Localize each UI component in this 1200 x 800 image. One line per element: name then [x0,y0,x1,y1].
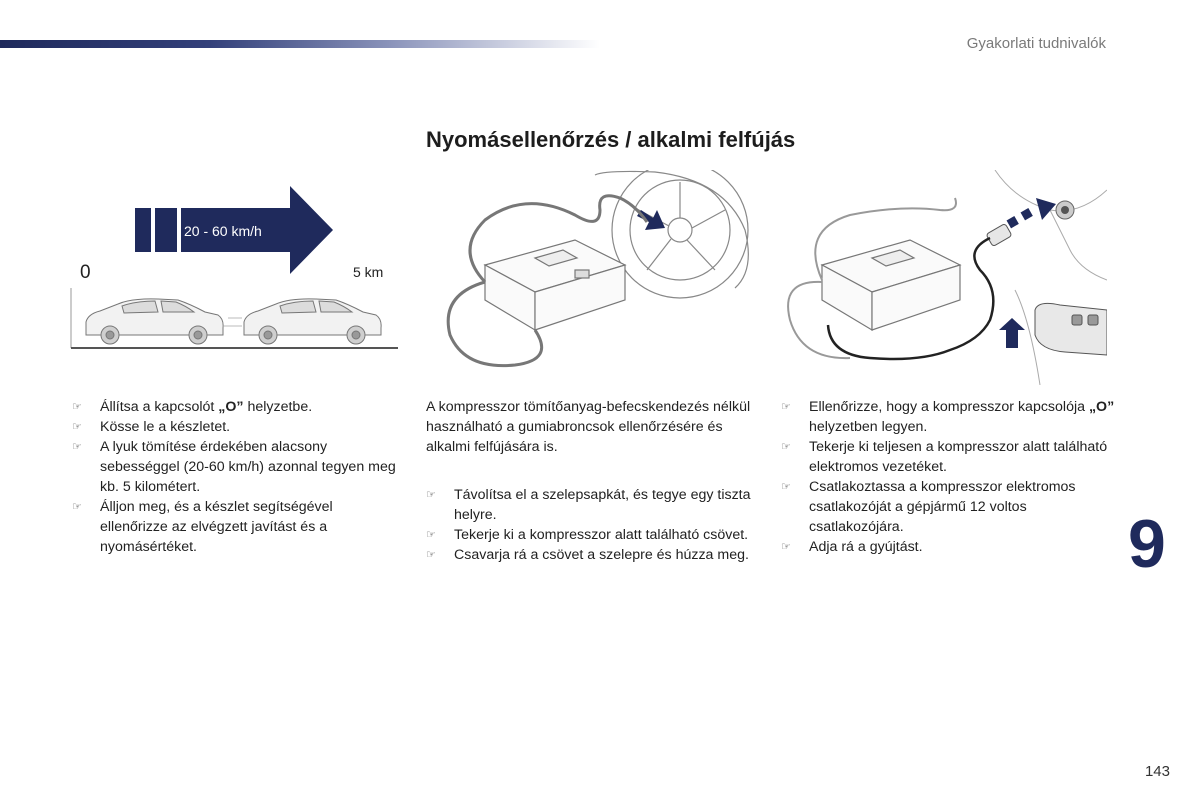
chapter-number: 9 [1128,506,1166,582]
item-text: Állítsa a kapcsolót [100,399,219,415]
item-text: Ellenőrizze, hogy a kompresszor kapcsoló… [809,399,1089,415]
item-text-bold: „O” [1088,399,1115,415]
list-item: ☞ Ellenőrizze, hogy a kompresszor kapcsol… [781,397,1116,437]
pointing-hand-icon: ☞ [72,401,82,413]
item-text: Csatlakoztassa a kompresszor elektromos … [809,479,1076,535]
list-item: ☞ Tekerje ki teljesen a kompresszor alatt… [781,437,1116,477]
pointing-hand-icon: ☞ [72,501,82,513]
item-text: helyzetben legyen. [809,419,928,435]
distance-end-label: 5 km [353,264,383,280]
list-item: ☞ A lyuk tömítése érdekében alacsony sebe… [72,437,402,497]
pointing-hand-icon: ☞ [426,489,436,501]
air-hose [787,197,957,360]
intro-paragraph: A kompresszor tömítőanyag-befecskendezés… [426,399,751,455]
valve-arrow-icon [637,210,665,230]
item-text: Álljon meg, és a készlet segítségével el… [100,499,333,555]
instructions-column-1: ☞ Állítsa a kapcsolót „O” helyzetbe. ☞ Kös… [72,397,402,557]
list-item: ☞ Adja rá a gyújtást. [781,537,1116,557]
plug-icon [986,224,1012,246]
item-text: A lyuk tömítése érdekében alacsony sebes… [100,439,396,495]
item-text: Csavarja rá a csövet a szelepre és húzza… [454,547,749,563]
item-text: Tekerje ki teljesen a kompresszor alatt … [809,439,1108,475]
up-arrow-icon [999,318,1025,348]
list-item: ☞ Álljon meg, és a készlet segítségével e… [72,497,402,557]
pointing-hand-icon: ☞ [781,401,791,413]
list-item: ☞ Csavarja rá a csövet a szelepre és húzz… [426,545,756,565]
tire-wheel-icon [594,170,749,299]
list-item: ☞ Távolítsa el a szelepsapkát, és tegye e… [426,485,756,525]
pointing-hand-icon: ☞ [781,541,791,553]
pointing-hand-icon: ☞ [72,441,82,453]
speed-distance-illustration: 20 - 60 km/h 0 5 km [70,186,398,349]
pointing-hand-icon: ☞ [426,549,436,561]
page-title: Nyomásellenőrzés / alkalmi felfújás [426,127,796,152]
compressor-icon [820,239,962,332]
plug-arrow-icon [1006,198,1056,229]
item-text-bold: „O” [218,399,244,415]
header-gradient-bar [0,40,600,48]
speed-label: 20 - 60 km/h [184,223,262,239]
item-text: Adja rá a gyújtást. [809,539,923,555]
item-text: helyzetbe. [243,399,313,415]
key-remote-icon [1034,302,1107,356]
air-hose [446,194,649,368]
compressor-icon [483,239,627,332]
speed-arrow-icon: 20 - 60 km/h [135,186,333,274]
item-text: Tekerje ki a kompresszor alatt található… [454,527,749,543]
distance-start-label: 0 [80,262,91,283]
instructions-column-2: A kompresszor tömítőanyag-befecskendezés… [426,397,756,565]
car-icon [224,298,382,345]
list-item: ☞ Kösse le a készletet. [72,417,402,437]
list-item: ☞ Állítsa a kapcsolót „O” helyzetbe. [72,397,402,417]
compressor-tire-illustration [446,170,749,368]
compressor-socket-illustration [787,170,1107,385]
instructions-column-3: ☞ Ellenőrizze, hogy a kompresszor kapcsol… [781,397,1116,557]
section-title: Gyakorlati tudnivalók [966,35,1106,52]
item-text: Kösse le a készletet. [100,419,231,435]
pointing-hand-icon: ☞ [72,421,82,433]
list-item: ☞ Tekerje ki a kompresszor alatt találhat… [426,525,756,545]
pointing-hand-icon: ☞ [426,529,436,541]
item-text: Távolítsa el a szelepsapkát, és tegye eg… [454,487,751,523]
list-item: ☞ Csatlakoztassa a kompresszor elektromos… [781,477,1116,537]
pointing-hand-icon: ☞ [781,441,791,453]
socket-icon [1055,200,1075,220]
pointing-hand-icon: ☞ [781,481,791,493]
page-number: 143 [1144,763,1170,780]
car-icon [85,298,224,345]
power-cable [826,236,995,361]
